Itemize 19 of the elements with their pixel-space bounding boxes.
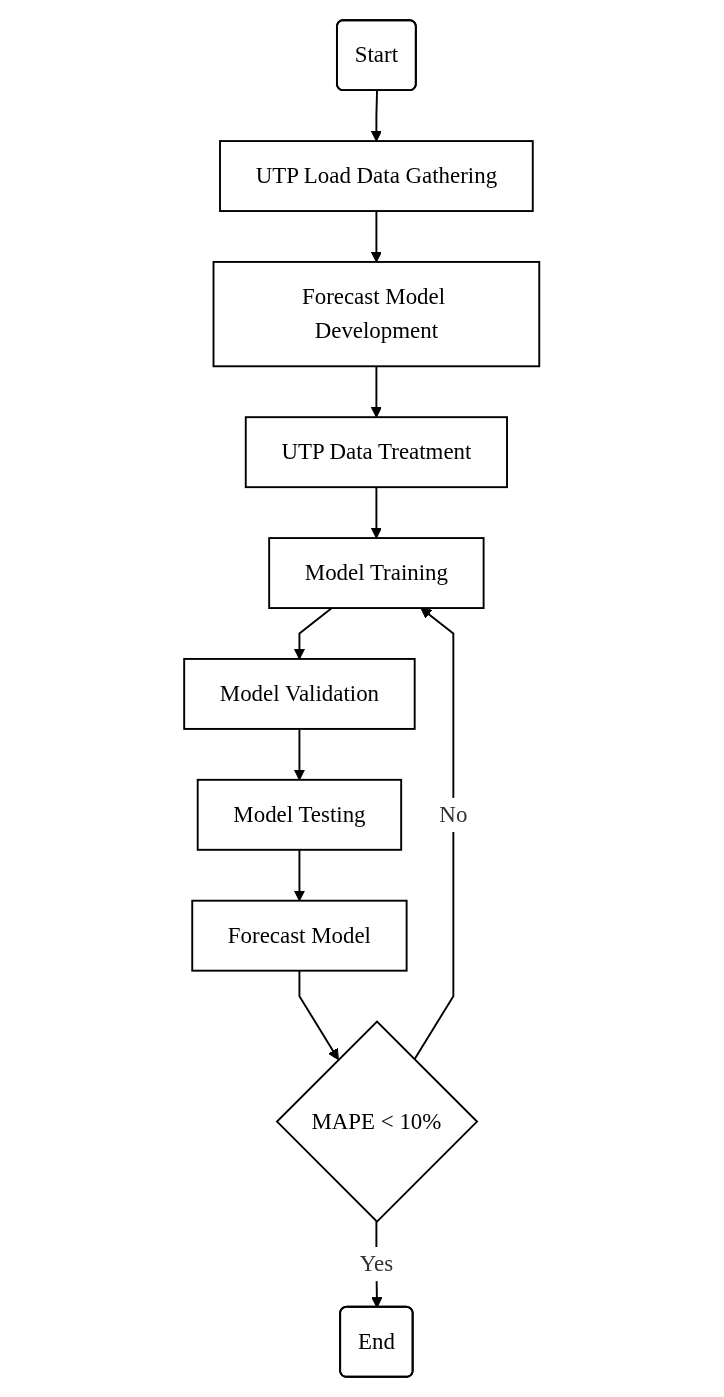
node-box: Model Testing bbox=[197, 778, 403, 851]
node-box: UTP Data Treatment bbox=[245, 416, 509, 489]
edge-label: No bbox=[439, 801, 468, 827]
node-box: Model Validation bbox=[183, 658, 416, 730]
arrow bbox=[298, 969, 340, 1061]
arrow bbox=[294, 727, 306, 781]
arrow bbox=[294, 607, 334, 660]
node-box: Forecast Model Development bbox=[212, 261, 541, 368]
node-box: Forecast Model bbox=[191, 899, 408, 972]
node-box: Model Training bbox=[268, 537, 485, 609]
arrow bbox=[294, 848, 306, 902]
arrow bbox=[413, 607, 455, 1061]
arrow bbox=[371, 89, 383, 142]
edge-label: Yes bbox=[360, 1250, 394, 1277]
node-box: UTP Load Data Gathering bbox=[219, 140, 534, 212]
arrow bbox=[371, 486, 383, 539]
arrow bbox=[371, 365, 383, 418]
node-diamond: MAPE < 10% bbox=[275, 1020, 479, 1223]
arrow bbox=[371, 210, 383, 263]
